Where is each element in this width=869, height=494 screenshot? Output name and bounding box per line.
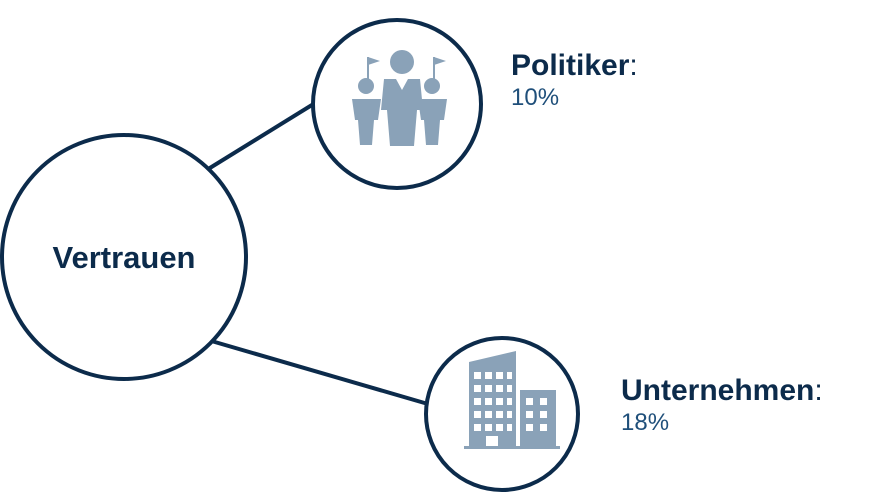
- unternehmen-title: Unternehmen: [621, 374, 815, 407]
- politiker-value: 10%: [511, 83, 560, 111]
- unternehmen-label: Unternehmen: 18%: [621, 374, 823, 436]
- center-circle: [0, 133, 248, 381]
- center-label: Vertrauen: [52, 240, 195, 275]
- connector-politiker: [203, 98, 322, 173]
- office-building-icon: [464, 351, 560, 449]
- politiker-colon: :: [629, 49, 638, 82]
- politiker-title: Politiker: [511, 49, 630, 82]
- unternehmen-value: 18%: [621, 408, 670, 436]
- connector-unternehmen: [207, 338, 429, 406]
- unternehmen-colon: :: [814, 374, 823, 407]
- politicians-icon: [352, 50, 447, 146]
- politiker-label: Politiker: 10%: [511, 49, 638, 111]
